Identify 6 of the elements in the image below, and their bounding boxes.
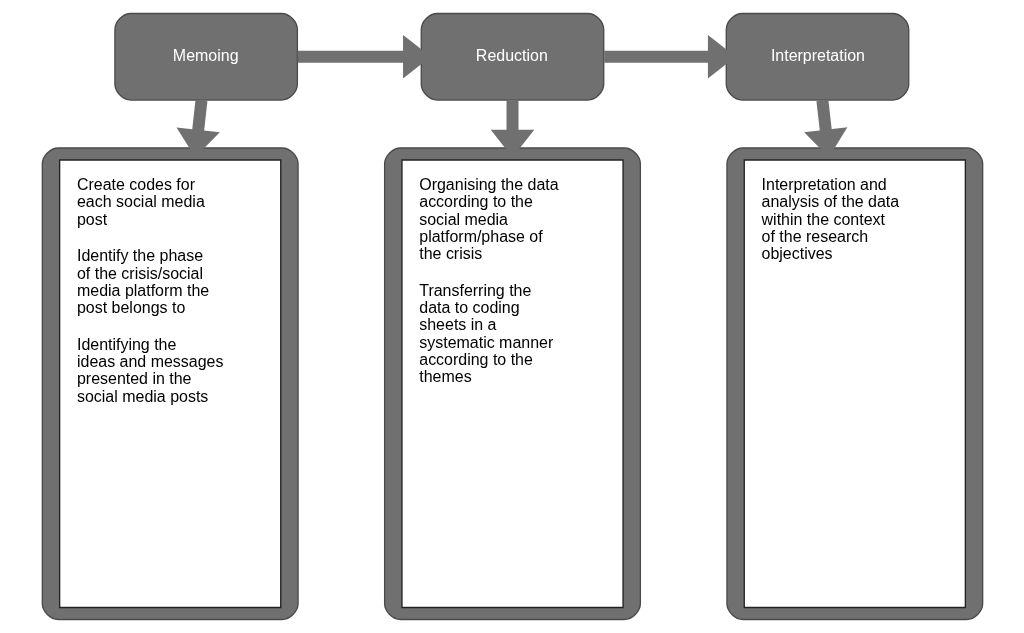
node-box: Reduction [420, 12, 604, 101]
node-box: Interpretation [725, 12, 909, 101]
node-box: Create codes for each social media post Identify the phase of the crisis/social media platform the post belongs to Identifying the ideas and messages presented in the social media posts [41, 147, 299, 621]
node-box: Memoing [113, 12, 298, 101]
node-box: Organising the data according to the social media platform/phase of the crisis Transferring the data to coding sheets in a systematic manner according to the themes [383, 147, 641, 621]
node-box: Interpretation and analysis of the data within the context of the research objectives [725, 147, 983, 621]
